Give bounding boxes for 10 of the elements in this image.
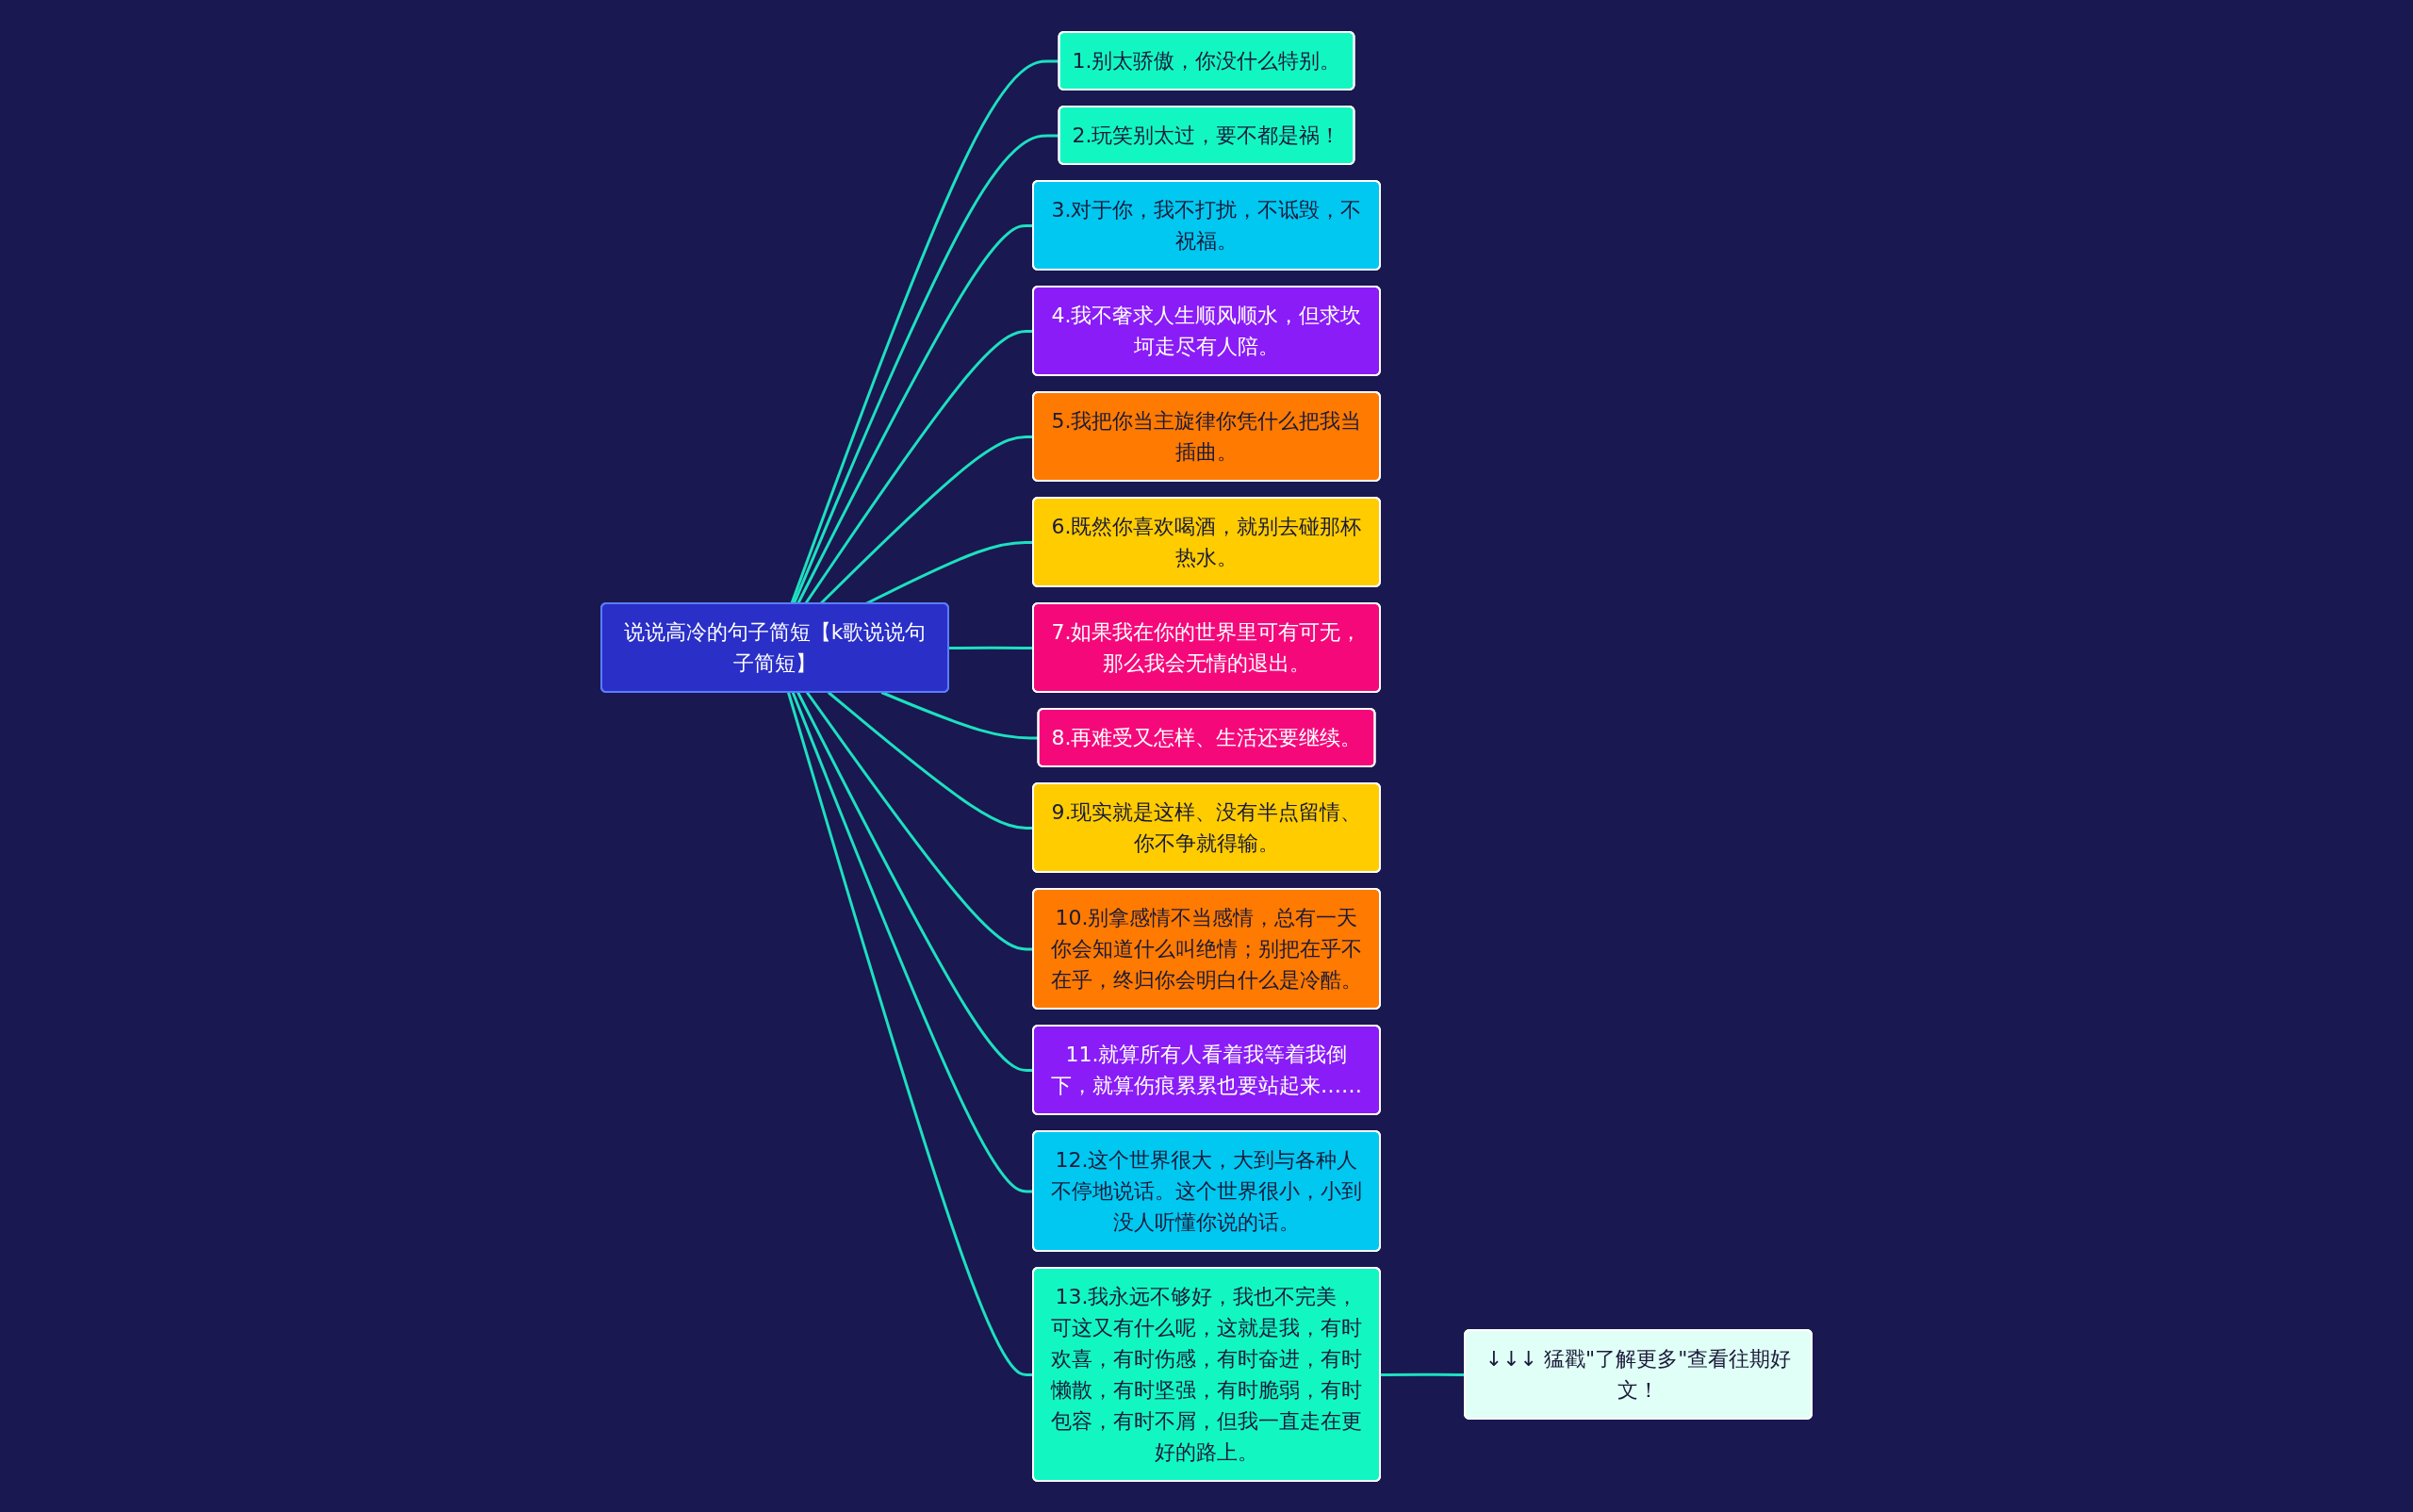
- connector: [805, 691, 1034, 950]
- connector: [804, 329, 1034, 604]
- connector: [1380, 1372, 1466, 1376]
- connector: [791, 691, 1034, 1192]
- connector: [948, 646, 1034, 649]
- connector: [787, 691, 1034, 1376]
- connector: [827, 690, 1034, 830]
- connector: [796, 223, 1034, 604]
- connector: [880, 690, 1039, 739]
- connector: [796, 691, 1034, 1072]
